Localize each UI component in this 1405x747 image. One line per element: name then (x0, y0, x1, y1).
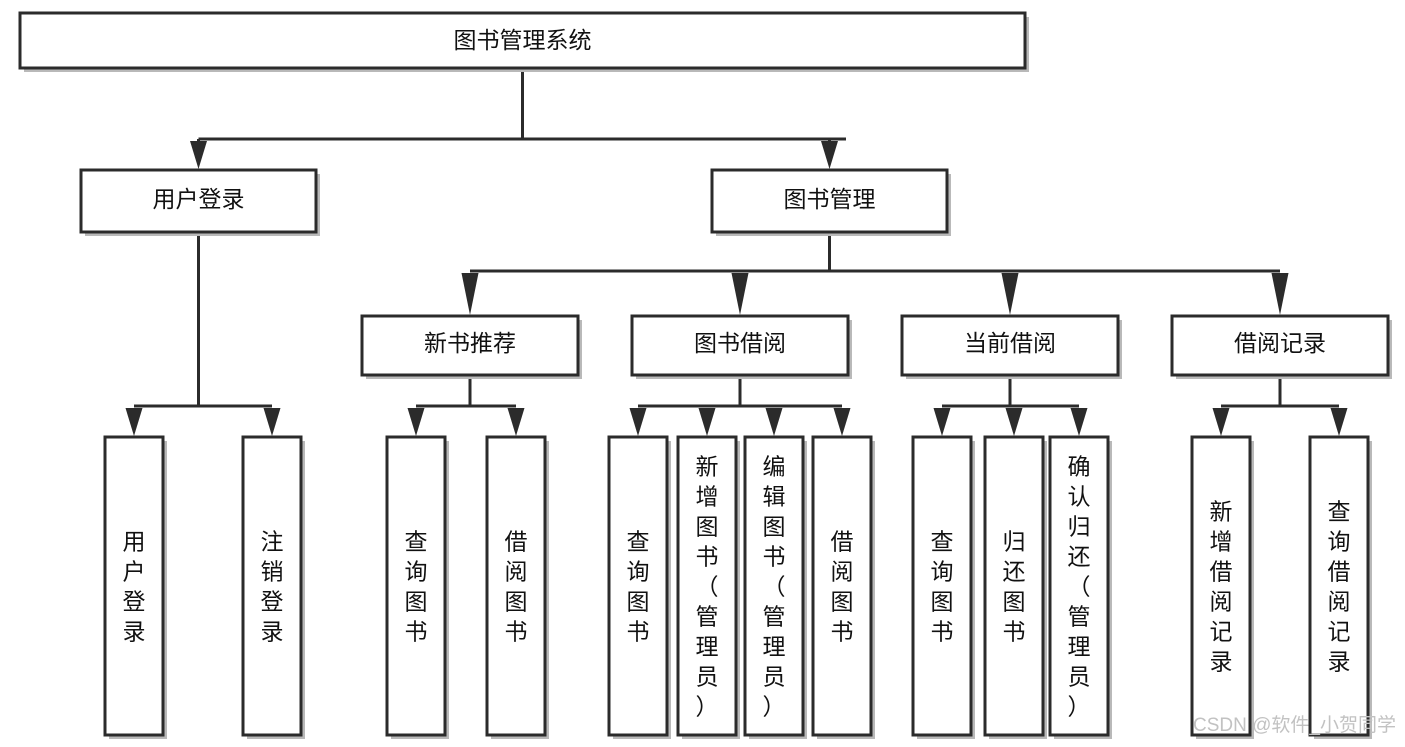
leaf-node[interactable]: 新增图书（管理员） (676, 435, 740, 739)
leaf-box[interactable] (1048, 435, 1110, 737)
node-layer: 图书管理系统 用户登录 图书管理 新书推荐 (18, 11, 1392, 739)
leaf-node[interactable]: 查询图书 (607, 435, 671, 739)
node-user-login-box[interactable] (79, 168, 318, 234)
leaf-label: 查询图书 (405, 528, 428, 644)
arrowhead-book-management (821, 141, 838, 169)
leaf-box[interactable] (241, 435, 303, 737)
leaf-node[interactable]: 编辑图书（管理员） (743, 435, 807, 739)
leaf-label: 注销登录 (261, 528, 284, 644)
arrowhead-leaf-confirm-return-admin (1070, 408, 1088, 436)
node-new-book-recommend-box[interactable] (360, 314, 580, 377)
leaf-box[interactable] (911, 435, 973, 737)
arrowhead-leaf-query-book-current (933, 408, 951, 436)
leaf-node[interactable]: 注销登录 (241, 435, 305, 739)
node-root[interactable]: 图书管理系统 (18, 11, 1029, 72)
arrowhead-leaf-logout-login (263, 408, 281, 436)
leaf-box[interactable] (607, 435, 669, 737)
leaf-label: 编辑图书（管理员） (763, 453, 786, 719)
arrowhead-user-login (190, 141, 207, 169)
node-new-book-recommend[interactable]: 新书推荐 (360, 314, 582, 379)
csdn-watermark: CSDN @软件_小贺同学 (1193, 714, 1396, 736)
leaf-label: 查询图书 (931, 528, 954, 644)
leaf-box[interactable] (983, 435, 1045, 737)
node-new-book-recommend-label: 新书推荐 (424, 330, 516, 356)
leaf-box[interactable] (385, 435, 447, 737)
node-borrow-record-label: 借阅记录 (1234, 330, 1326, 356)
leaf-node[interactable]: 借阅图书 (485, 435, 549, 739)
leaf-box[interactable] (1190, 435, 1252, 737)
node-book-management-box[interactable] (710, 168, 949, 234)
leaf-box[interactable] (1308, 435, 1370, 737)
leaf-label: 借阅图书 (831, 528, 854, 644)
arrowhead-leaf-query-borrow-record (1330, 408, 1348, 436)
leaf-box[interactable] (676, 435, 738, 737)
leaf-box[interactable] (485, 435, 547, 737)
arrowhead-book-borrow (731, 273, 749, 315)
leaf-node[interactable]: 查询图书 (911, 435, 975, 739)
arrowhead-leaf-borrow-book-recommend (507, 408, 525, 436)
leaf-box[interactable] (811, 435, 873, 737)
leaf-label: 新增图书（管理员） (696, 453, 719, 719)
arrowhead-leaf-query-book-borrow (629, 408, 647, 436)
arrowhead-leaf-edit-book-admin (765, 408, 783, 436)
leaf-node[interactable]: 借阅图书 (811, 435, 875, 739)
leaf-node[interactable]: 确认归还（管理员） (1048, 435, 1112, 739)
node-borrow-record-box[interactable] (1170, 314, 1390, 377)
leaf-label: 查询图书 (627, 528, 650, 644)
node-book-management[interactable]: 图书管理 (710, 168, 951, 236)
arrowhead-leaf-user-login (125, 408, 143, 436)
node-root-box[interactable] (18, 11, 1027, 70)
leaf-label: 新增借阅记录 (1210, 498, 1233, 674)
leaf-box[interactable] (743, 435, 805, 737)
arrowhead-leaf-add-borrow-record (1212, 408, 1230, 436)
node-borrow-record[interactable]: 借阅记录 (1170, 314, 1392, 379)
node-current-borrow-label: 当前借阅 (964, 330, 1056, 356)
leaf-label: 用户登录 (123, 528, 146, 644)
node-book-management-label: 图书管理 (784, 186, 876, 212)
leaf-label: 确认归还（管理员） (1068, 453, 1091, 719)
node-book-borrow[interactable]: 图书借阅 (630, 314, 852, 379)
arrowhead-leaf-query-book-recommend (407, 408, 425, 436)
node-current-borrow-box[interactable] (900, 314, 1120, 377)
leaf-node[interactable]: 新增借阅记录 (1190, 435, 1254, 739)
leaf-node[interactable]: 归还图书 (983, 435, 1047, 739)
node-user-login[interactable]: 用户登录 (79, 168, 320, 236)
leaf-label: 借阅图书 (505, 528, 528, 644)
leaf-label: 查询借阅记录 (1328, 498, 1351, 674)
leaf-node[interactable]: 用户登录 (103, 435, 167, 739)
node-book-borrow-box[interactable] (630, 314, 850, 377)
node-book-borrow-label: 图书借阅 (694, 330, 786, 356)
leaf-box[interactable] (103, 435, 165, 737)
arrowhead-new-book-recommend (461, 273, 479, 315)
edge-layer (125, 68, 1348, 436)
node-user-login-label: 用户登录 (153, 186, 245, 212)
arrowhead-leaf-return-book (1005, 408, 1023, 436)
arrowhead-current-borrow (1001, 273, 1019, 315)
arrowhead-leaf-add-book-admin (698, 408, 716, 436)
leaf-label: 归还图书 (1003, 528, 1026, 644)
leaf-node[interactable]: 查询图书 (385, 435, 449, 739)
leaf-node[interactable]: 查询借阅记录 (1308, 435, 1372, 739)
arrowhead-borrow-record (1271, 273, 1289, 315)
node-current-borrow[interactable]: 当前借阅 (900, 314, 1122, 379)
arrowhead-leaf-borrow-book (833, 408, 851, 436)
node-root-label: 图书管理系统 (454, 27, 592, 53)
